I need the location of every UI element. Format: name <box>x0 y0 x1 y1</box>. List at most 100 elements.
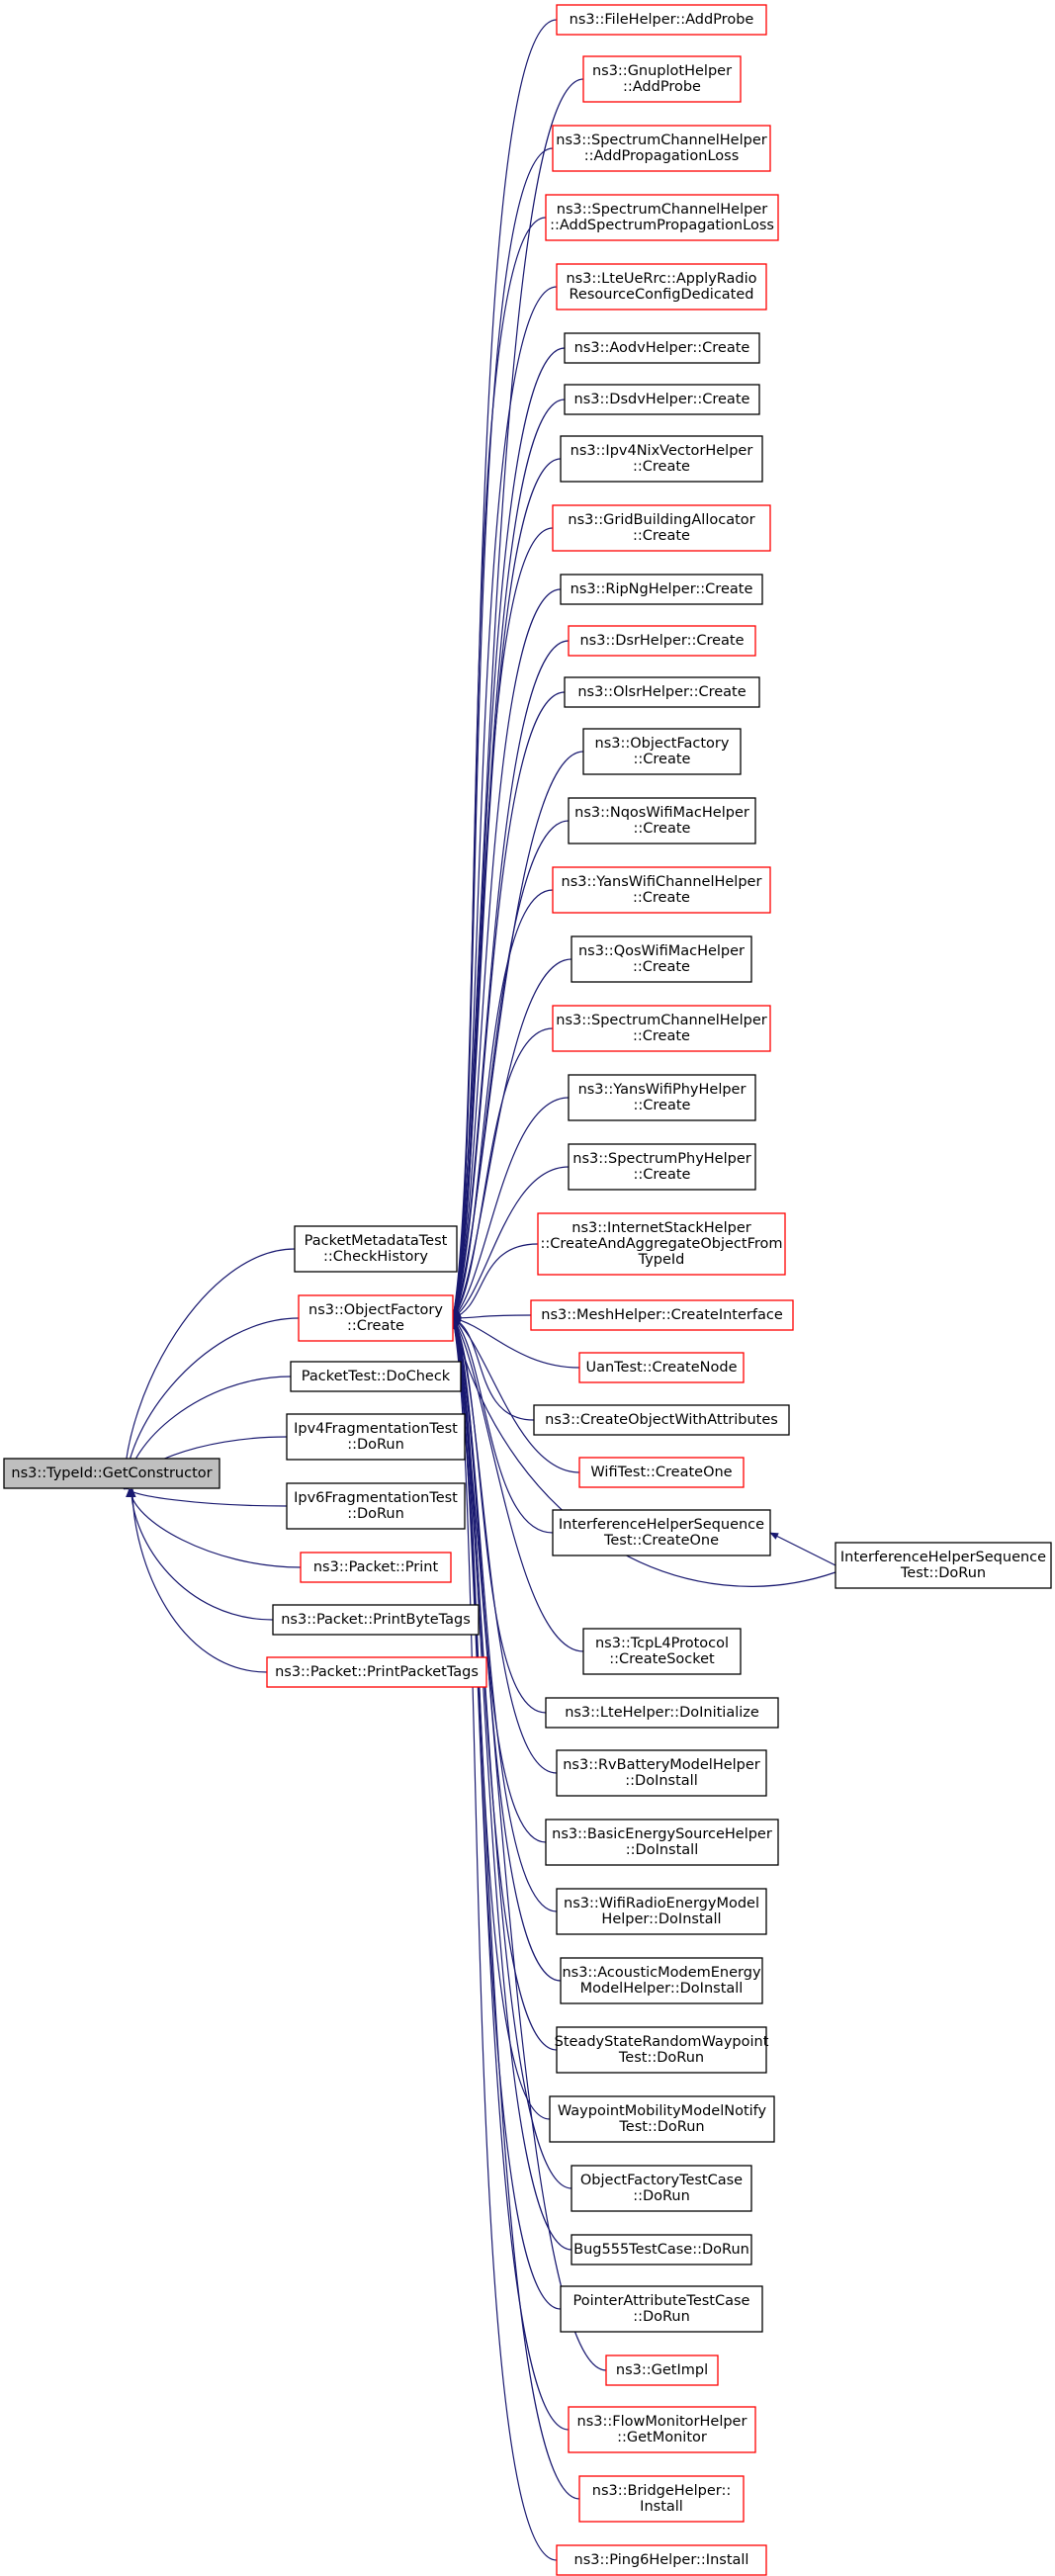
node-n26[interactable]: ns3::LteHelper::DoInitialize <box>545 1697 779 1729</box>
node-n36[interactable]: ns3::GetImpl <box>605 2354 719 2386</box>
node-n15[interactable]: ns3::QosWifiMacHelper::Create <box>571 935 752 983</box>
node-ip4f[interactable]: Ipv4FragmentationTest::DoRun <box>286 1413 466 1461</box>
node-label: WifiTest::CreateOne <box>590 1465 732 1480</box>
node-box <box>571 935 752 983</box>
node-box <box>564 332 760 364</box>
node-pppt[interactable]: ns3::Packet::PrintPacketTags <box>266 1656 487 1688</box>
node-n30[interactable]: ns3::AcousticModemEnergyModelHelper::DoI… <box>560 1957 763 2004</box>
node-n5[interactable]: ns3::AodvHelper::Create <box>564 332 760 364</box>
node-n1[interactable]: ns3::GnuplotHelper::AddProbe <box>582 55 742 103</box>
node-n13[interactable]: ns3::NqosWifiMacHelper::Create <box>568 797 756 844</box>
node-label: ::Create <box>634 752 691 767</box>
node-box <box>560 2285 763 2333</box>
node-n3[interactable]: ns3::SpectrumChannelHelper::AddSpectrumP… <box>545 194 779 241</box>
node-box <box>266 1656 487 1688</box>
node-ppbt[interactable]: ns3::Packet::PrintByteTags <box>272 1604 480 1636</box>
node-label: Test::DoRun <box>900 1565 986 1581</box>
node-n19[interactable]: ns3::InternetStackHelper::CreateAndAggre… <box>537 1212 786 1276</box>
node-box <box>571 2234 752 2265</box>
node-n17[interactable]: ns3::YansWifiPhyHelper::Create <box>568 1074 756 1121</box>
node-label: ns3::Ipv4NixVectorHelper <box>571 443 753 459</box>
node-label: InterferenceHelperSequence <box>559 1517 764 1533</box>
node-pmt[interactable]: PacketMetadataTest::CheckHistory <box>294 1225 458 1273</box>
node-label: ns3::DsrHelper::Create <box>579 633 744 649</box>
node-label: ResourceConfigDedicated <box>569 287 753 303</box>
node-label: ns3::Ping6Helper::Install <box>574 2552 749 2568</box>
node-n11[interactable]: ns3::OlsrHelper::Create <box>564 676 760 708</box>
node-n2[interactable]: ns3::SpectrumChannelHelper::AddPropagati… <box>552 125 771 172</box>
node-n0[interactable]: ns3::FileHelper::AddProbe <box>556 4 767 36</box>
node-box <box>560 435 763 483</box>
node-label: UanTest::CreateNode <box>585 1360 737 1376</box>
node-pprint[interactable]: ns3::Packet::Print <box>300 1552 452 1583</box>
node-n10[interactable]: ns3::DsrHelper::Create <box>568 625 756 657</box>
node-box <box>286 1413 466 1461</box>
node-ptdc[interactable]: PacketTest::DoCheck <box>290 1361 462 1392</box>
node-n38[interactable]: ns3::BridgeHelper::Install <box>578 2475 745 2523</box>
node-box <box>545 1819 779 1866</box>
node-label: ::Create <box>633 959 690 975</box>
node-n18[interactable]: ns3::SpectrumPhyHelper::Create <box>568 1143 756 1191</box>
node-box <box>545 1697 779 1729</box>
node-n23[interactable]: WifiTest::CreateOne <box>578 1457 745 1488</box>
node-ofc[interactable]: ns3::ObjectFactory::Create <box>298 1294 454 1342</box>
node-n39[interactable]: ns3::Ping6Helper::Install <box>556 2544 767 2576</box>
node-box <box>545 194 779 241</box>
node-n4[interactable]: ns3::LteUeRrc::ApplyRadioResourceConfigD… <box>556 263 767 311</box>
node-n12[interactable]: ns3::ObjectFactory::Create <box>582 728 742 775</box>
node-label: ns3::GridBuildingAllocator <box>568 512 754 528</box>
node-label: ns3::Packet::Print <box>313 1559 439 1575</box>
edge-n27-to-ofc <box>452 1317 558 1774</box>
edge-n9-to-ofc <box>451 588 562 1319</box>
node-n7[interactable]: ns3::Ipv4NixVectorHelper::Create <box>560 435 763 483</box>
node-label: ns3::SpectrumChannelHelper <box>556 1013 767 1028</box>
edge-n23-to-ofc <box>452 1317 580 1473</box>
node-label: ::Create <box>634 1167 691 1183</box>
edge-n3-to-ofc <box>451 217 547 1319</box>
node-n33[interactable]: ObjectFactoryTestCase::DoRun <box>571 2165 752 2212</box>
node-n21[interactable]: UanTest::CreateNode <box>578 1352 745 1383</box>
node-label: ns3::RipNgHelper::Create <box>571 581 753 597</box>
node-n27[interactable]: ns3::RvBatteryModelHelper::DoInstall <box>556 1749 767 1797</box>
edge-n29-to-ofc <box>452 1317 558 1912</box>
node-label: ns3::SpectrumChannelHelper <box>556 133 767 148</box>
node-n6[interactable]: ns3::DsdvHelper::Create <box>564 384 760 415</box>
node-label: ns3::GetImpl <box>616 2362 708 2378</box>
node-n29[interactable]: ns3::WifiRadioEnergyModelHelper::DoInsta… <box>556 1888 767 1935</box>
node-n9[interactable]: ns3::RipNgHelper::Create <box>560 574 763 605</box>
node-label: WaypointMobilityModelNotify <box>558 2103 767 2119</box>
node-n14[interactable]: ns3::YansWifiChannelHelper::Create <box>552 866 771 914</box>
node-label: ns3::QosWifiMacHelper <box>578 943 745 959</box>
node-n16[interactable]: ns3::SpectrumChannelHelper::Create <box>552 1005 771 1052</box>
edge-n4-to-ofc <box>451 286 558 1319</box>
node-box <box>568 2406 756 2453</box>
node-label: ns3::TypeId::GetConstructor <box>11 1466 212 1481</box>
node-label: ns3::RvBatteryModelHelper <box>563 1757 760 1773</box>
node-box <box>298 1294 454 1342</box>
node-box <box>556 263 767 311</box>
node-label: ns3::FlowMonitorHelper <box>577 2414 747 2430</box>
node-n37[interactable]: ns3::FlowMonitorHelper::GetMonitor <box>568 2406 756 2453</box>
node-ip6f[interactable]: Ipv6FragmentationTest::DoRun <box>286 1482 466 1530</box>
node-n25[interactable]: ns3::TcpL4Protocol::CreateSocket <box>582 1628 742 1675</box>
node-label: Ipv4FragmentationTest <box>294 1421 458 1437</box>
node-n20[interactable]: ns3::MeshHelper::CreateInterface <box>530 1299 794 1331</box>
node-n22[interactable]: ns3::CreateObjectWithAttributes <box>533 1404 790 1436</box>
node-root[interactable]: ns3::TypeId::GetConstructor <box>3 1458 220 1489</box>
node-n35[interactable]: PointerAttributeTestCase::DoRun <box>560 2285 763 2333</box>
node-n28[interactable]: ns3::BasicEnergySourceHelper::DoInstall <box>545 1819 779 1866</box>
node-n24[interactable]: InterferenceHelperSequenceTest::CreateOn… <box>552 1509 771 1556</box>
node-label: Helper::DoInstall <box>601 1911 721 1927</box>
node-n34[interactable]: Bug555TestCase::DoRun <box>571 2234 752 2265</box>
node-box <box>582 1628 742 1675</box>
node-label: ns3::YansWifiPhyHelper <box>578 1082 747 1098</box>
edge-ip6f-to-root <box>126 1488 288 1507</box>
node-box <box>552 125 771 172</box>
node-label: ObjectFactoryTestCase <box>580 2173 743 2188</box>
node-label: ::DoInstall <box>625 1773 697 1789</box>
node-n8[interactable]: ns3::GridBuildingAllocator::Create <box>552 504 771 552</box>
